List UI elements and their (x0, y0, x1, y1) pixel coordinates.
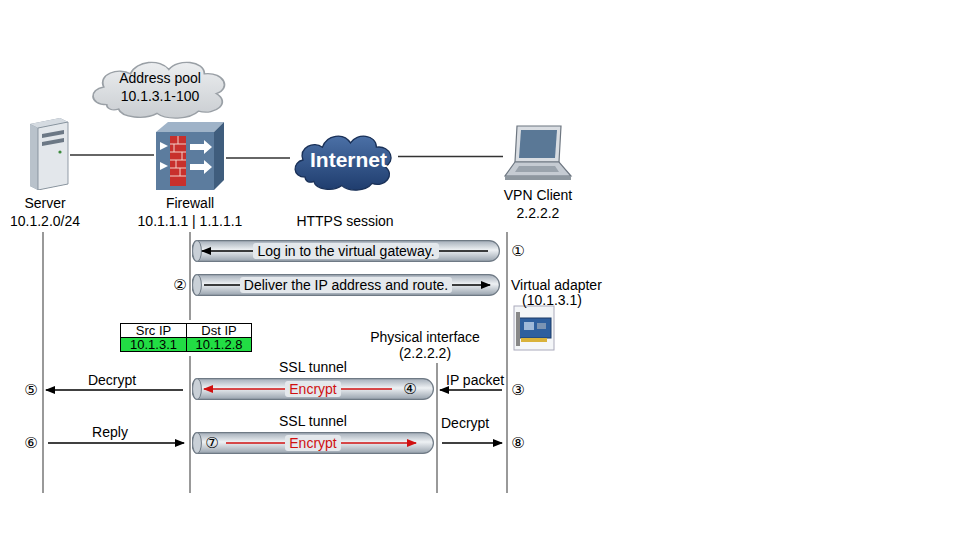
cloud-label: Internet (310, 151, 378, 169)
callout-number: ① (511, 243, 524, 259)
network-link (398, 156, 503, 157)
callout-number: ⑦ (205, 435, 218, 451)
cloud-text: Internet (290, 128, 398, 192)
node-caption: VPN Client2.2.2.2 (504, 182, 572, 222)
step-label: Decrypt (441, 415, 489, 431)
table-cell: 10.1.2.8 (186, 337, 252, 352)
step-label: IP packet (446, 372, 504, 388)
firewall-lifeline (189, 356, 190, 493)
pipe-label: Log in to the virtual gateway. (253, 243, 438, 259)
address-label: 2.2.2.2 (517, 204, 560, 222)
node-name: Firewall (166, 194, 214, 212)
table-cell: 10.1.3.1 (120, 337, 187, 352)
pipe-text: Encrypt (192, 432, 434, 454)
physical-interface-lifeline (436, 363, 437, 493)
vpn-client-laptop: VPN Client2.2.2.2 (503, 124, 573, 182)
firewall-lifeline (189, 232, 190, 320)
pipe-label: Encrypt (285, 381, 340, 397)
ssl-tunnel: SSL tunnelEncrypt (192, 432, 434, 454)
pipe-label: Encrypt (285, 435, 340, 451)
server-lifeline (42, 232, 43, 493)
address-pool-cloud: Address pool 10.1.3.1-100 (86, 54, 234, 120)
callout-number: ④ (403, 381, 416, 397)
adapter-address: (10.1.3.1) (522, 292, 582, 308)
internet-cloud: Internet (290, 128, 398, 192)
firewall-icon: Firewall10.1.1.1 | 1.1.1.1 (154, 122, 226, 190)
interface-address: (2.2.2.2) (399, 345, 451, 361)
step-label: Decrypt (88, 372, 136, 388)
virtual-adapter-icon (514, 306, 554, 350)
pipe-label: Deliver the IP address and route. (240, 277, 452, 293)
table-header: Src IP (120, 323, 187, 338)
interface-label: Physical interface (370, 329, 480, 345)
callout-number: ③ (511, 382, 524, 398)
node-name: Server (24, 194, 65, 212)
section-label: HTTPS session (296, 213, 393, 229)
network-link (70, 154, 154, 155)
server-icon: Server10.1.2.0/24 (20, 118, 70, 190)
node-caption: Server10.1.2.0/24 (10, 190, 80, 230)
https-pipe: Deliver the IP address and route. (192, 274, 500, 296)
callout-number: ② (173, 277, 186, 293)
step-label: Reply (92, 424, 128, 440)
client-lifeline (506, 232, 507, 493)
table-header: Dst IP (186, 323, 252, 338)
adapter-label: Virtual adapter (511, 277, 602, 293)
pipe-text: Log in to the virtual gateway. (192, 240, 500, 262)
ip-packet-arrow (440, 389, 502, 391)
cloud-text: Address pool 10.1.3.1-100 (86, 54, 234, 120)
pipe-text: Deliver the IP address and route. (192, 274, 500, 296)
decrypt-arrow (442, 442, 502, 444)
https-pipe: Log in to the virtual gateway. (192, 240, 500, 262)
node-caption: Firewall10.1.1.1 | 1.1.1.1 (138, 190, 243, 230)
decrypt-arrow (46, 389, 183, 391)
tunnel-heading: SSL tunnel (279, 359, 347, 375)
lifelines (43, 232, 507, 493)
address-label: 10.1.1.1 | 1.1.1.1 (138, 212, 243, 230)
cloud-label: Address pool 10.1.3.1-100 (106, 69, 214, 105)
pipe-text: Encrypt (192, 378, 434, 400)
address-label: 10.1.2.0/24 (10, 212, 80, 230)
reply-arrow (48, 442, 184, 444)
node-name: VPN Client (504, 186, 572, 204)
tunnel-heading: SSL tunnel (279, 413, 347, 429)
callout-number: ⑧ (511, 435, 524, 451)
network-link (226, 157, 290, 158)
callout-number: ⑥ (24, 435, 37, 451)
callout-number: ⑤ (24, 382, 37, 398)
ssl-tunnel: SSL tunnelEncrypt (192, 378, 434, 400)
